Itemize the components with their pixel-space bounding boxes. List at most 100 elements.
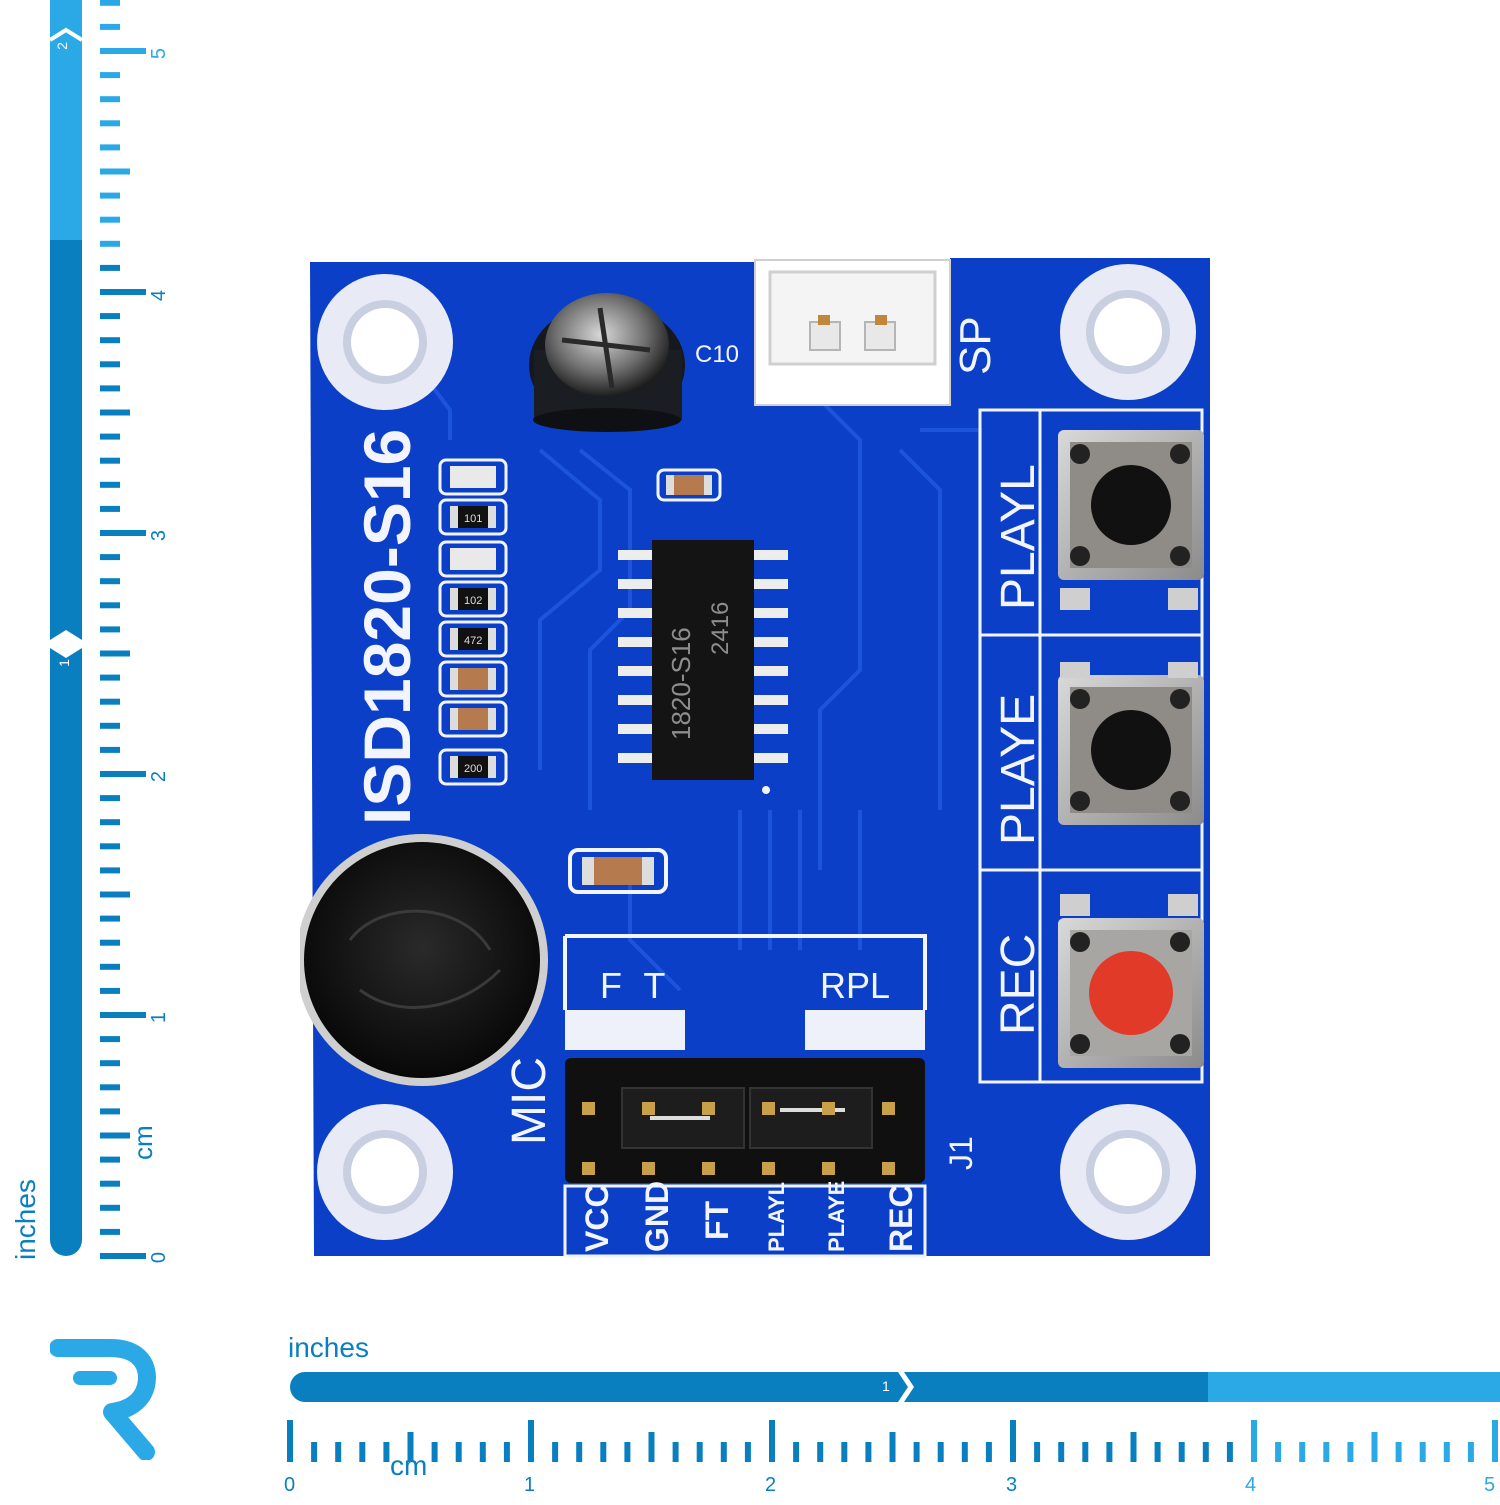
vertical-tick	[100, 409, 130, 416]
horizontal-tick	[865, 1442, 872, 1462]
button-cap-rec[interactable]	[1089, 951, 1173, 1035]
electrolytic-capacitor	[529, 293, 685, 432]
pin-label-gnd: GND	[639, 1181, 675, 1252]
vertical-tick	[100, 264, 120, 271]
vertical-inches-unit: inches	[10, 1179, 41, 1260]
horizontal-cm-label-0: 0	[284, 1474, 296, 1496]
mounting-hole-tr	[1060, 264, 1196, 400]
vertical-inch-label-2: 2	[53, 42, 70, 50]
vertical-tick	[100, 891, 130, 898]
capacitor-smd-top	[656, 468, 722, 502]
horizontal-tick	[1347, 1442, 1354, 1462]
horizontal-tick	[648, 1432, 655, 1462]
vertical-tick	[100, 963, 120, 970]
vertical-tick	[100, 939, 120, 946]
microphone	[296, 834, 548, 1086]
vertical-tick	[100, 530, 146, 536]
vertical-tick	[100, 1060, 120, 1067]
header-pin	[762, 1162, 775, 1175]
ic-pin	[618, 579, 654, 589]
ic-pin	[752, 753, 788, 763]
header-pin	[582, 1162, 595, 1175]
horizontal-tick	[1130, 1432, 1137, 1462]
horizontal-tick	[383, 1442, 390, 1462]
pin-label-block: VCC GND FT PLAYL PLAYE REC	[563, 1181, 927, 1258]
capacitor-smd-mid	[568, 848, 668, 894]
inch-bar-light	[50, 0, 82, 240]
horizontal-tick	[961, 1442, 968, 1462]
horizontal-tick	[720, 1442, 727, 1462]
button-cap-playl[interactable]	[1091, 465, 1171, 545]
speaker-connector	[754, 259, 951, 406]
horizontal-tick	[311, 1442, 318, 1462]
horizontal-tick	[937, 1442, 944, 1462]
vertical-tick	[100, 1253, 146, 1259]
horizontal-tick	[1034, 1442, 1041, 1462]
resistor-101: 101	[438, 498, 508, 536]
vertical-tick	[100, 795, 120, 802]
vertical-tick	[100, 481, 120, 488]
horizontal-tick	[1202, 1442, 1209, 1462]
horizontal-tick	[1154, 1442, 1161, 1462]
pin-label-playl: PLAYL	[764, 1182, 789, 1252]
vertical-tick	[100, 361, 120, 368]
ic-pin	[752, 724, 788, 734]
horizontal-tick	[528, 1420, 534, 1462]
vertical-tick	[100, 0, 120, 6]
horizontal-tick	[889, 1432, 896, 1462]
header-pin	[882, 1162, 895, 1175]
header-pin	[582, 1102, 595, 1115]
button-cap-playe[interactable]	[1091, 710, 1171, 790]
header-pin	[822, 1102, 835, 1115]
ic-pin	[618, 666, 654, 676]
horizontal-tick	[431, 1442, 438, 1462]
mounting-hole-br	[1060, 1104, 1196, 1240]
horizontal-tick	[1082, 1442, 1089, 1462]
resistor-102: 102	[438, 580, 508, 618]
vertical-tick	[100, 192, 120, 199]
header-pin	[882, 1102, 895, 1115]
vertical-tick	[100, 48, 146, 54]
ic-pin	[618, 637, 654, 647]
vertical-tick	[100, 216, 120, 223]
vertical-tick	[100, 144, 120, 151]
horizontal-tick	[841, 1442, 848, 1462]
button-playl[interactable]	[1058, 430, 1204, 610]
pcb-board: C10 SP ISD1820-S16 101 102 472	[296, 250, 1220, 1260]
vertical-tick	[100, 1084, 120, 1091]
vertical-tick	[100, 289, 146, 295]
vertical-tick	[100, 1012, 146, 1018]
vertical-tick	[100, 843, 120, 850]
vertical-cm-label-1: 1	[148, 1011, 171, 1024]
header-pin	[702, 1102, 715, 1115]
h-inch-bar	[290, 1372, 1500, 1402]
jumper-region: F T RPL	[563, 934, 927, 1050]
horizontal-tick	[1106, 1442, 1113, 1462]
vertical-tick	[100, 867, 120, 874]
pin-label-rec: REC	[883, 1184, 919, 1252]
vertical-tick	[100, 1228, 120, 1235]
horizontal-tick	[479, 1442, 486, 1462]
horizontal-tick	[769, 1420, 775, 1462]
button-playe[interactable]	[1058, 662, 1204, 825]
chip-marking-2: 2416	[707, 602, 734, 655]
horizontal-tick	[503, 1442, 510, 1462]
led-2	[438, 540, 508, 578]
ic-pin	[752, 608, 788, 618]
vertical-cm-label-0: 0	[148, 1251, 171, 1264]
ic-pin	[752, 579, 788, 589]
vertical-tick	[100, 240, 120, 247]
pin-header-j1	[565, 1058, 925, 1183]
pin-label-ft: FT	[699, 1200, 735, 1240]
horizontal-tick	[793, 1442, 800, 1462]
led-1	[438, 458, 508, 496]
vertical-tick	[100, 96, 120, 103]
button-rec[interactable]	[1058, 894, 1204, 1068]
pin-label-playe: PLAYE	[824, 1181, 849, 1252]
vertical-tick	[100, 1108, 120, 1115]
vertical-tick	[100, 457, 120, 464]
header-pin	[642, 1162, 655, 1175]
horizontal-inches-unit: inches	[288, 1332, 369, 1363]
horizontal-tick	[913, 1442, 920, 1462]
vertical-tick	[100, 722, 120, 729]
